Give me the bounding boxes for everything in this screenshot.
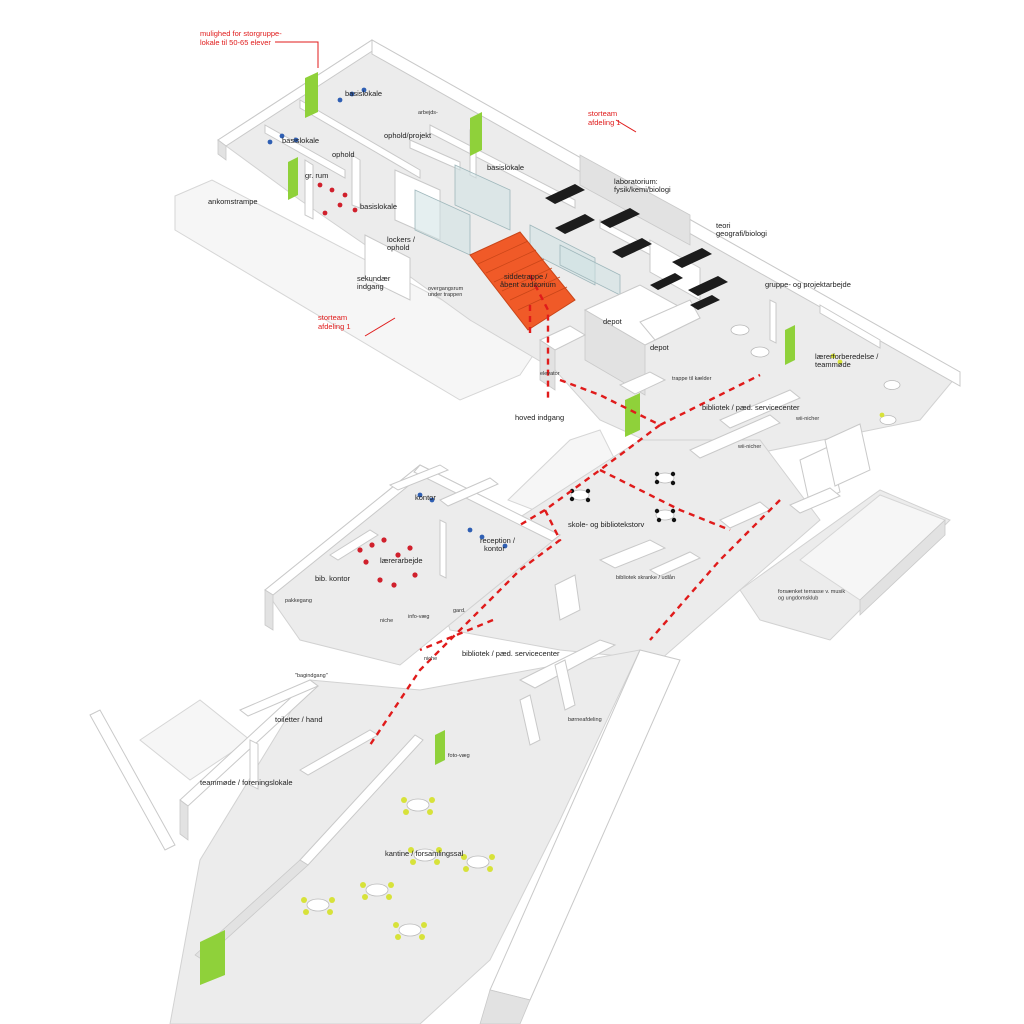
label-bibliotek: bibliotek / pæd. servicecenter [462,649,560,658]
canteen-tables [306,798,490,937]
label-line: laboratorium: [614,177,658,186]
label-bagindgang: "bagindgang" [295,673,328,679]
accent-panel [200,930,225,985]
upper-wing [174,39,961,466]
label-siddetrappe: siddetrappe / åbent auditorium [500,272,556,289]
accent-panel [435,730,445,765]
label-ophold: ophold [332,150,355,159]
label-line: indgang [357,282,384,291]
label-basislokale: basislokale [282,136,319,145]
label-line: fysik/kemi/biologi [614,185,671,194]
label-line: ophold [387,243,410,252]
label-basislokale: basislokale [345,89,382,98]
label-ophold-projekt: ophold/projekt [384,131,432,140]
annotation-line: afdeling 1 [588,118,621,127]
label-line: reception / [480,536,516,545]
label-wii-nicher: wii-nicher [795,416,819,422]
annotation-line: storteam [588,109,617,118]
auditorium-stair [469,231,576,331]
label-line: åbent auditorium [500,280,556,289]
label-niche: niche [380,618,393,624]
label-gruppe: gruppe- og projektarbejde [765,280,851,289]
label-arbejds: arbejds- [418,110,438,116]
accent-panel [288,157,298,200]
label-line: teori [716,221,731,230]
label-line: teammøde [815,360,851,369]
annotation-leaders [275,41,637,337]
label-kontor: kontor [415,493,436,502]
label-basislokale: basislokale [360,202,397,211]
label-line: lærerforberedelse / [815,352,879,361]
lab-tables [545,184,728,310]
label-trappe-kaelder: trappe til kælder [672,376,712,382]
circulation-routes [369,274,781,746]
label-ankomstrampe: ankomstrampe [208,197,258,206]
label-sekundaer-indgang: sekundær indgang [357,274,392,291]
label-laererforberedelse: lærerforberedelse / teammøde [815,352,880,369]
label-depot: depot [650,343,670,352]
accent-panel [305,72,318,118]
label-line: lockers / [387,235,416,244]
label-bib-kontor: bib. kontor [315,574,351,583]
label-line: geografi/biologi [716,229,767,238]
label-laboratorium: laboratorium: fysik/kemi/biologi [614,177,671,194]
label-gr-rum: gr. rum [305,171,328,180]
annotation-line: mulighed for storgruppe- [200,29,282,38]
label-basislokale: basislokale [487,163,524,172]
label-overgang: overgangsrum under trappen [428,286,465,298]
label-depot: depot [603,317,623,326]
label-line: forsænket terrasse v. musik [778,589,845,595]
label-lockers: lockers / ophold [387,235,417,252]
label-teammoede: teammøde / foreningslokale [200,778,293,787]
annotation-storteam-left: storteam afdeling 1 [318,313,351,331]
label-forsaenket-terrasse: forsænket terrasse v. musik og ungdomskl… [778,589,847,602]
label-boernebibliotek: børneafdeling [568,717,602,723]
label-line: og ungdomsklub [778,596,818,602]
label-teori: teori geografi/biologi [716,221,767,238]
accent-panel [625,393,640,437]
accent-panel [470,112,482,156]
label-line: kontor [484,544,505,553]
label-bibliotek-skranke: bibliotek skranke / udlån [616,574,675,581]
label-toiletter: toiletter / hand [275,715,323,724]
annotation-storteam-top: storteam afdeling 1 [588,109,621,127]
label-elevator: elevator [540,371,560,377]
label-skole-bibliotekstorv: skole- og bibliotekstorv [568,520,645,529]
label-kantine: kantine / forsamlingssal [385,849,464,858]
classroom-chairs [267,87,508,549]
label-bibliotek: bibliotek / pæd. servicecenter [702,403,800,412]
text-labels: mulighed for storgruppe- lokale til 50-6… [200,29,880,858]
lower-wing [89,353,885,1024]
label-reception: reception / kontor [480,536,517,553]
label-line: under trappen [428,292,462,298]
label-niche: niche [424,656,437,662]
label-laererarbejde: lærerarbejde [380,556,423,565]
label-fotovaeg: foto-væg [448,753,470,759]
label-line: sekundær [357,274,391,283]
annotation-storgruppe: mulighed for storgruppe- lokale til 50-6… [200,29,284,47]
label-pakkegang: pakkegang [285,598,312,604]
annotation-line: afdeling 1 [318,322,351,331]
label-gard: gard. [453,608,466,614]
canteen-chairs [301,353,885,940]
label-info-vaeg: info-væg [408,614,429,620]
label-line: overgangsrum [428,286,464,292]
label-line: siddetrappe / [504,272,548,281]
label-wii-nicher: wii-nicher [737,444,761,450]
accent-panel [785,325,795,365]
annotation-line: lokale til 50-65 elever [200,38,271,47]
label-hoved-indgang: hoved indgang [515,413,564,422]
annotation-line: storteam [318,313,347,322]
staff-chairs [317,182,418,588]
